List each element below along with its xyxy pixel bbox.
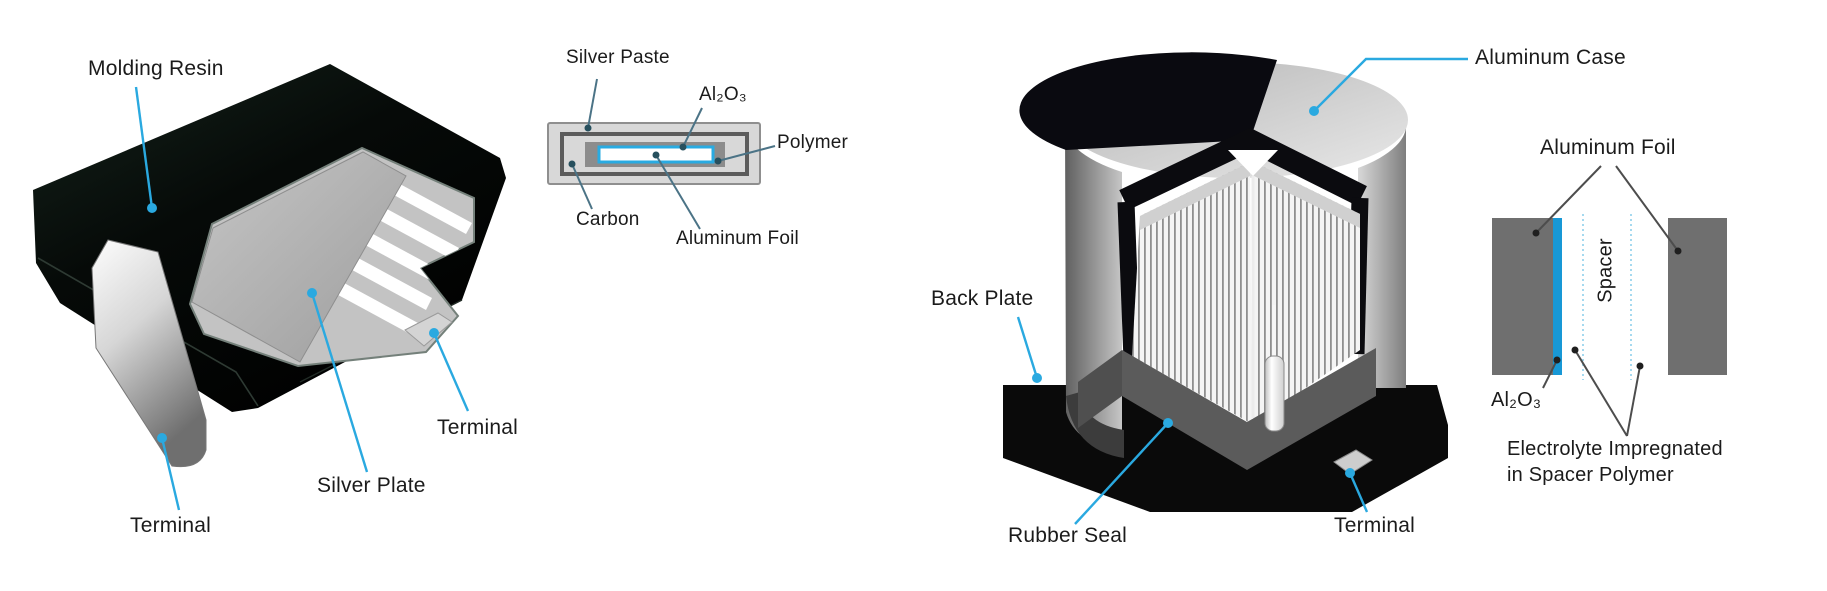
label-carbon: Carbon	[576, 209, 640, 230]
leader-dot-aluminum-case	[1309, 106, 1319, 116]
label-aluminum-foil-detail: Aluminum Foil	[1540, 136, 1676, 159]
leader-aluminum-foil-left	[1535, 165, 1602, 234]
cylinder-body-right	[1358, 122, 1407, 388]
leader-aluminum-foil-cs	[655, 154, 701, 230]
leader-dot-polymer	[714, 157, 722, 165]
foil-top-band-right	[1254, 162, 1360, 228]
leader-al2o3-detail	[1542, 359, 1558, 389]
leader-dot-silver-plate	[307, 288, 317, 298]
leader-silver-plate	[310, 292, 369, 473]
terminal-pin	[1264, 355, 1285, 432]
chip-terminal-left	[91, 239, 207, 468]
leader-al2o3-cs	[682, 107, 703, 148]
leader-dot-molding-resin	[147, 203, 157, 213]
leader-dot-terminal-right	[429, 328, 439, 338]
leader-electrolyte-left	[1574, 349, 1628, 437]
winding-center-gap	[1228, 150, 1278, 176]
leader-dot-electrolyte-left	[1571, 346, 1579, 354]
case-wall-chevron	[1119, 127, 1367, 210]
leader-electrolyte-right	[1626, 365, 1641, 437]
label-polymer: Polymer	[777, 132, 849, 153]
leader-dot-back-plate	[1032, 373, 1042, 383]
cylinder-top-dark-sector	[1019, 52, 1277, 151]
label-back-plate: Back Plate	[931, 287, 1034, 310]
leader-terminal-bottom	[160, 437, 181, 511]
terminal-tab	[1333, 449, 1373, 475]
label-molding-resin: Molding Resin	[88, 57, 224, 80]
label-al2o3-cross-section: Al₂O₃	[699, 84, 747, 105]
leader-dot-terminal-bottom	[157, 433, 167, 443]
leader-dot-aluminum-foil-right	[1674, 247, 1682, 255]
leader-carbon	[571, 163, 593, 210]
rubber-seal-left-extension	[1078, 350, 1122, 428]
element-cross-section	[547, 78, 776, 230]
label-silver-plate: Silver Plate	[317, 474, 426, 497]
chip-capacitor-diagram	[33, 64, 506, 511]
chip-terminal-inner-tab	[404, 312, 453, 347]
leader-dot-aluminum-foil-cs	[652, 151, 660, 159]
leader-aluminum-foil-right	[1615, 165, 1679, 252]
case-wall-left	[1117, 201, 1141, 361]
label-electrolyte-line1: Electrolyte Impregnated	[1507, 438, 1723, 460]
label-aluminum-case: Aluminum Case	[1475, 46, 1626, 69]
leader-terminal-cyl	[1348, 472, 1369, 513]
foil-detail-left-foil	[1492, 218, 1553, 375]
label-rubber-seal: Rubber Seal	[1008, 524, 1127, 547]
label-aluminum-foil-cross-section: Aluminum Foil	[676, 228, 799, 249]
leader-dot-electrolyte-right	[1636, 362, 1644, 370]
foil-detail-right-foil	[1668, 218, 1727, 375]
foil-detail-diagram	[1492, 165, 1727, 437]
label-terminal-right-chip: Terminal	[437, 416, 518, 439]
label-electrolyte-line2: in Spacer Polymer	[1507, 464, 1674, 487]
leader-back-plate	[1016, 316, 1039, 379]
foil-top-band-left	[1140, 162, 1250, 230]
leader-terminal-right	[432, 332, 470, 412]
leader-dot-aluminum-foil-left	[1532, 229, 1540, 237]
label-electrolyte: Electrolyte Impregnated in Spacer Polyme…	[1507, 436, 1723, 489]
chip-silver-plate	[191, 151, 407, 363]
leader-dot-rubber-seal	[1163, 418, 1173, 428]
label-terminal-cylinder: Terminal	[1334, 514, 1415, 537]
leader-silver-paste	[587, 78, 598, 129]
leader-aluminum-case	[1313, 57, 1468, 112]
foil-winding-left	[1132, 162, 1252, 424]
label-terminal-bottom-chip: Terminal	[130, 514, 211, 537]
label-spacer: Spacer	[1594, 238, 1617, 303]
label-silver-paste: Silver Paste	[566, 47, 670, 68]
cylindrical-capacitor-diagram	[1003, 52, 1468, 525]
al2o3-layer	[1553, 218, 1562, 375]
leader-dot-al2o3-detail	[1553, 356, 1561, 364]
leader-polymer	[717, 145, 776, 162]
leader-dot-silver-paste	[584, 124, 592, 132]
label-al2o3-detail: Al₂O₃	[1491, 389, 1542, 411]
leader-dot-terminal-cyl	[1345, 468, 1355, 478]
leader-rubber-seal	[1074, 422, 1169, 525]
leader-dot-al2o3-cs	[679, 143, 687, 151]
leader-molding-resin	[134, 86, 154, 209]
rubber-seal-surface	[1122, 348, 1376, 470]
leader-dot-carbon	[568, 160, 576, 168]
